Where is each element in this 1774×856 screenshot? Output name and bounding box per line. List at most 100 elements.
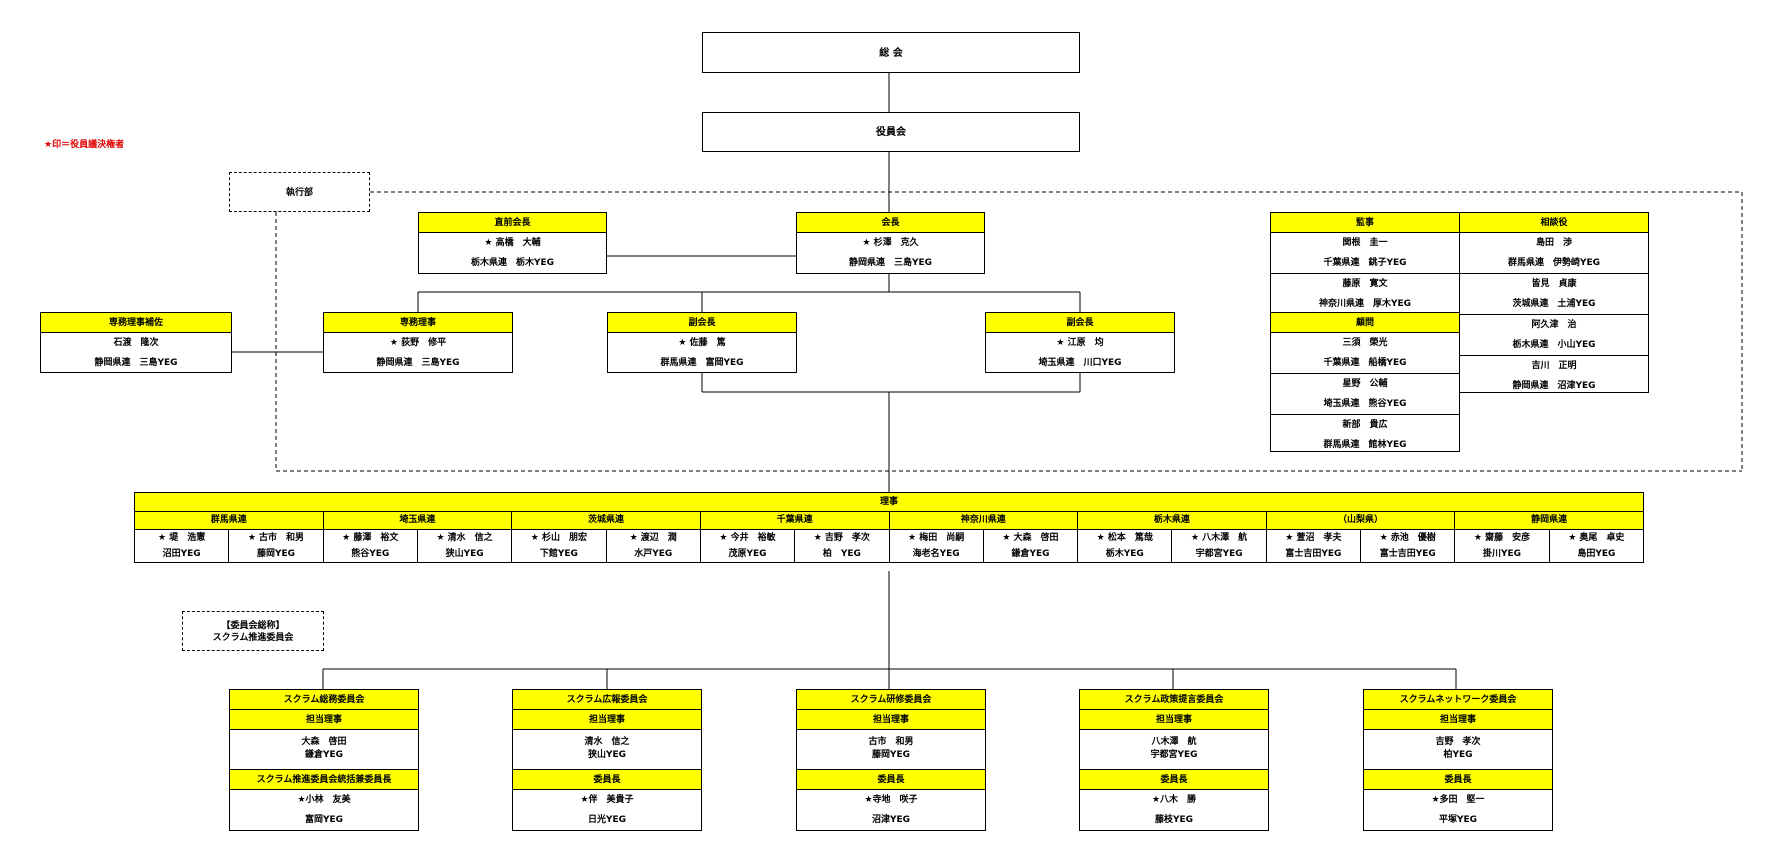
director-cell: ★ 赤池 優樹富士吉田YEG (1361, 530, 1456, 562)
advisor-2-name: 星野 公輔 (1342, 379, 1388, 389)
committee-director-org: 鎌倉YEG (304, 750, 344, 760)
committee-chair-name: ★小林 友美 (297, 795, 351, 805)
director-org: 茂原YEG (728, 549, 767, 559)
counselor-3-name: 阿久津 治 (1531, 320, 1577, 330)
committee-name: スクラムネットワーク委員会 (1364, 690, 1552, 710)
director-cell: ★ 堤 浩憲沼田YEG (135, 530, 230, 562)
advisor-3-name: 新部 貴広 (1342, 420, 1388, 430)
committee-name: スクラム研修委員会 (797, 690, 985, 710)
advisors-card: 顧問 三須 榮光 千葉県連 船橋YEG 星野 公輔 埼玉県連 熊谷YEG 新部 … (1270, 312, 1460, 452)
executive-label: 執行部 (285, 188, 313, 198)
counselor-3-org: 栃木県連 小山YEG (1460, 335, 1648, 356)
director-org: 掛川YEG (1483, 549, 1522, 559)
committee-card-3: スクラム研修委員会 担当理事 古市 和男 藤岡YEG 委員長 ★寺地 咲子 沼津… (796, 689, 986, 831)
committee-director-label: 担当理事 (797, 710, 985, 730)
director-name: ★ 藤澤 裕文 (342, 533, 399, 543)
legend: ★印＝役員議決権者 (44, 140, 125, 150)
director-org: 富士吉田YEG (1379, 549, 1436, 559)
director-org: 熊谷YEG (351, 549, 390, 559)
director-cell: ★ 松本 篤哉栃木YEG (1078, 530, 1173, 562)
committee-director-label: 担当理事 (1080, 710, 1268, 730)
vice-president-1-org: 群馬県連 富岡YEG (660, 358, 744, 368)
exec-director-org: 静岡県連 三島YEG (376, 358, 460, 368)
vice-president-card-1: 副会長 ★ 佐藤 篤 群馬県連 富岡YEG (607, 312, 797, 373)
director-name: ★ 松本 篤哉 (1096, 533, 1153, 543)
director-org: 富士吉田YEG (1285, 549, 1342, 559)
committee-chair-label: 委員長 (1080, 770, 1268, 790)
exec-assistant-card: 専務理事補佐 石渡 隆次 静岡県連 三島YEG (40, 312, 232, 373)
counselors-title: 相談役 (1460, 213, 1648, 233)
exec-director-name: ★ 荻野 修平 (389, 338, 447, 348)
committee-chair-label: 委員長 (1364, 770, 1552, 790)
committee-chair-org: 富岡YEG (304, 815, 344, 825)
committee-chair-name: ★多田 堅一 (1431, 795, 1485, 805)
director-cell: ★ 奥尾 卓史島田YEG (1550, 530, 1643, 562)
auditor-1-name: 関根 圭一 (1342, 238, 1388, 248)
former-president-title: 直前会長 (419, 213, 606, 233)
exec-assistant-name: 石渡 隆次 (113, 338, 159, 348)
advisor-2-org: 埼玉県連 熊谷YEG (1271, 394, 1459, 415)
director-name: ★ 古市 和男 (247, 533, 305, 543)
president-org: 静岡県連 三島YEG (848, 258, 933, 268)
director-name: ★ 堤 浩憲 (158, 533, 206, 543)
committee-chair-label: スクラム推進委員会統括兼委員長 (230, 770, 418, 790)
committee-chair-org: 藤枝YEG (1154, 815, 1194, 825)
advisor-3-org: 群馬県連 館林YEG (1323, 440, 1407, 450)
director-org: 狭山YEG (445, 549, 484, 559)
vice-president-2-org: 埼玉県連 川口YEG (1038, 358, 1122, 368)
counselors-card: 相談役 島田 渉 群馬県連 伊勢崎YEG 皆見 貞康 茨城県連 土浦YEG 阿久… (1459, 212, 1649, 393)
director-name: ★ 大森 啓田 (1002, 533, 1059, 543)
committee-card-1: スクラム総務委員会 担当理事 大森 啓田 鎌倉YEG スクラム推進委員会統括兼委… (229, 689, 419, 831)
director-org: 鎌倉YEG (1011, 549, 1050, 559)
director-name: ★ 萱沼 孝夫 (1285, 533, 1342, 543)
committee-director-block: 清水 信之 狭山YEG (513, 730, 701, 770)
director-name: ★ 赤池 優樹 (1379, 533, 1436, 543)
board-box: 役員会 (702, 112, 1080, 152)
vice-president-2-title: 副会長 (986, 313, 1174, 333)
president-card: 会長 ★ 杉澤 克久 静岡県連 三島YEG (796, 212, 985, 274)
directors-member-row: ★ 堤 浩憲沼田YEG ★ 古市 和男藤岡YEG ★ 藤澤 裕文熊谷YEG ★ … (135, 530, 1643, 562)
director-cell: ★ 今井 裕敏茂原YEG (701, 530, 796, 562)
director-name: ★ 吉野 孝次 (813, 533, 870, 543)
counselor-4-org: 静岡県連 沼津YEG (1512, 381, 1596, 391)
committee-director-name: 吉野 孝次 (1435, 737, 1481, 747)
committee-director-block: 大森 啓田 鎌倉YEG (230, 730, 418, 770)
general-meeting-box: 総 会 (702, 32, 1080, 73)
board-label: 役員会 (876, 127, 906, 138)
director-cell: ★ 杉山 朋宏下館YEG (512, 530, 607, 562)
auditor-2-name: 藤原 寛文 (1342, 279, 1388, 289)
director-name: ★ 杉山 朋宏 (530, 533, 587, 543)
vice-president-2-name: ★ 江原 均 (1056, 338, 1104, 348)
director-cell: ★ 古市 和男藤岡YEG (229, 530, 324, 562)
director-name: ★ 梅田 尚嗣 (908, 533, 965, 543)
committee-director-block: 八木澤 航 宇都宮YEG (1080, 730, 1268, 770)
general-meeting-label: 総 会 (879, 48, 903, 59)
auditor-2-org: 神奈川県連 厚木YEG (1318, 299, 1412, 309)
vice-president-1-title: 副会長 (608, 313, 796, 333)
vice-president-card-2: 副会長 ★ 江原 均 埼玉県連 川口YEG (985, 312, 1175, 373)
pref-header: 静岡県連 (1531, 515, 1568, 525)
pref-header: 神奈川県連 (890, 512, 1079, 529)
committee-director-name: 八木澤 航 (1151, 737, 1197, 747)
committee-director-label: 担当理事 (1364, 710, 1552, 730)
exec-assistant-org: 静岡県連 三島YEG (94, 358, 178, 368)
committee-director-block: 古市 和男 藤岡YEG (797, 730, 985, 770)
director-cell: ★ 渡辺 潤水戸YEG (607, 530, 701, 562)
counselor-2-name: 皆見 貞康 (1531, 279, 1577, 289)
director-org: 宇都宮YEG (1195, 549, 1243, 559)
auditors-card: 監事 関根 圭一 千葉県連 銚子YEG 藤原 寛文 神奈川県連 厚木YEG (1270, 212, 1460, 313)
directors-table: 理事 群馬県連 埼玉県連 茨城県連 千葉県連 神奈川県連 栃木県連 （山梨県） … (134, 492, 1644, 563)
exec-director-card: 専務理事 ★ 荻野 修平 静岡県連 三島YEG (323, 312, 513, 373)
director-name: ★ 清水 信之 (436, 533, 493, 543)
director-cell: ★ 梅田 尚嗣海老名YEG (890, 530, 984, 562)
former-president-card: 直前会長 ★ 高橋 大輔 栃木県連 栃木YEG (418, 212, 607, 274)
director-name: ★ 八木澤 航 (1190, 533, 1248, 543)
committee-card-4: スクラム政策提言委員会 担当理事 八木澤 航 宇都宮YEG 委員長 ★八木 勝 … (1079, 689, 1269, 831)
director-name: ★ 奥尾 卓史 (1568, 533, 1625, 543)
director-cell: ★ 大森 啓田鎌倉YEG (984, 530, 1079, 562)
committee-name: スクラム政策提言委員会 (1080, 690, 1268, 710)
committee-general-line2: スクラム推進委員会 (212, 633, 294, 643)
pref-header: 千葉県連 (701, 512, 890, 529)
committee-director-name: 古市 和男 (868, 737, 914, 747)
